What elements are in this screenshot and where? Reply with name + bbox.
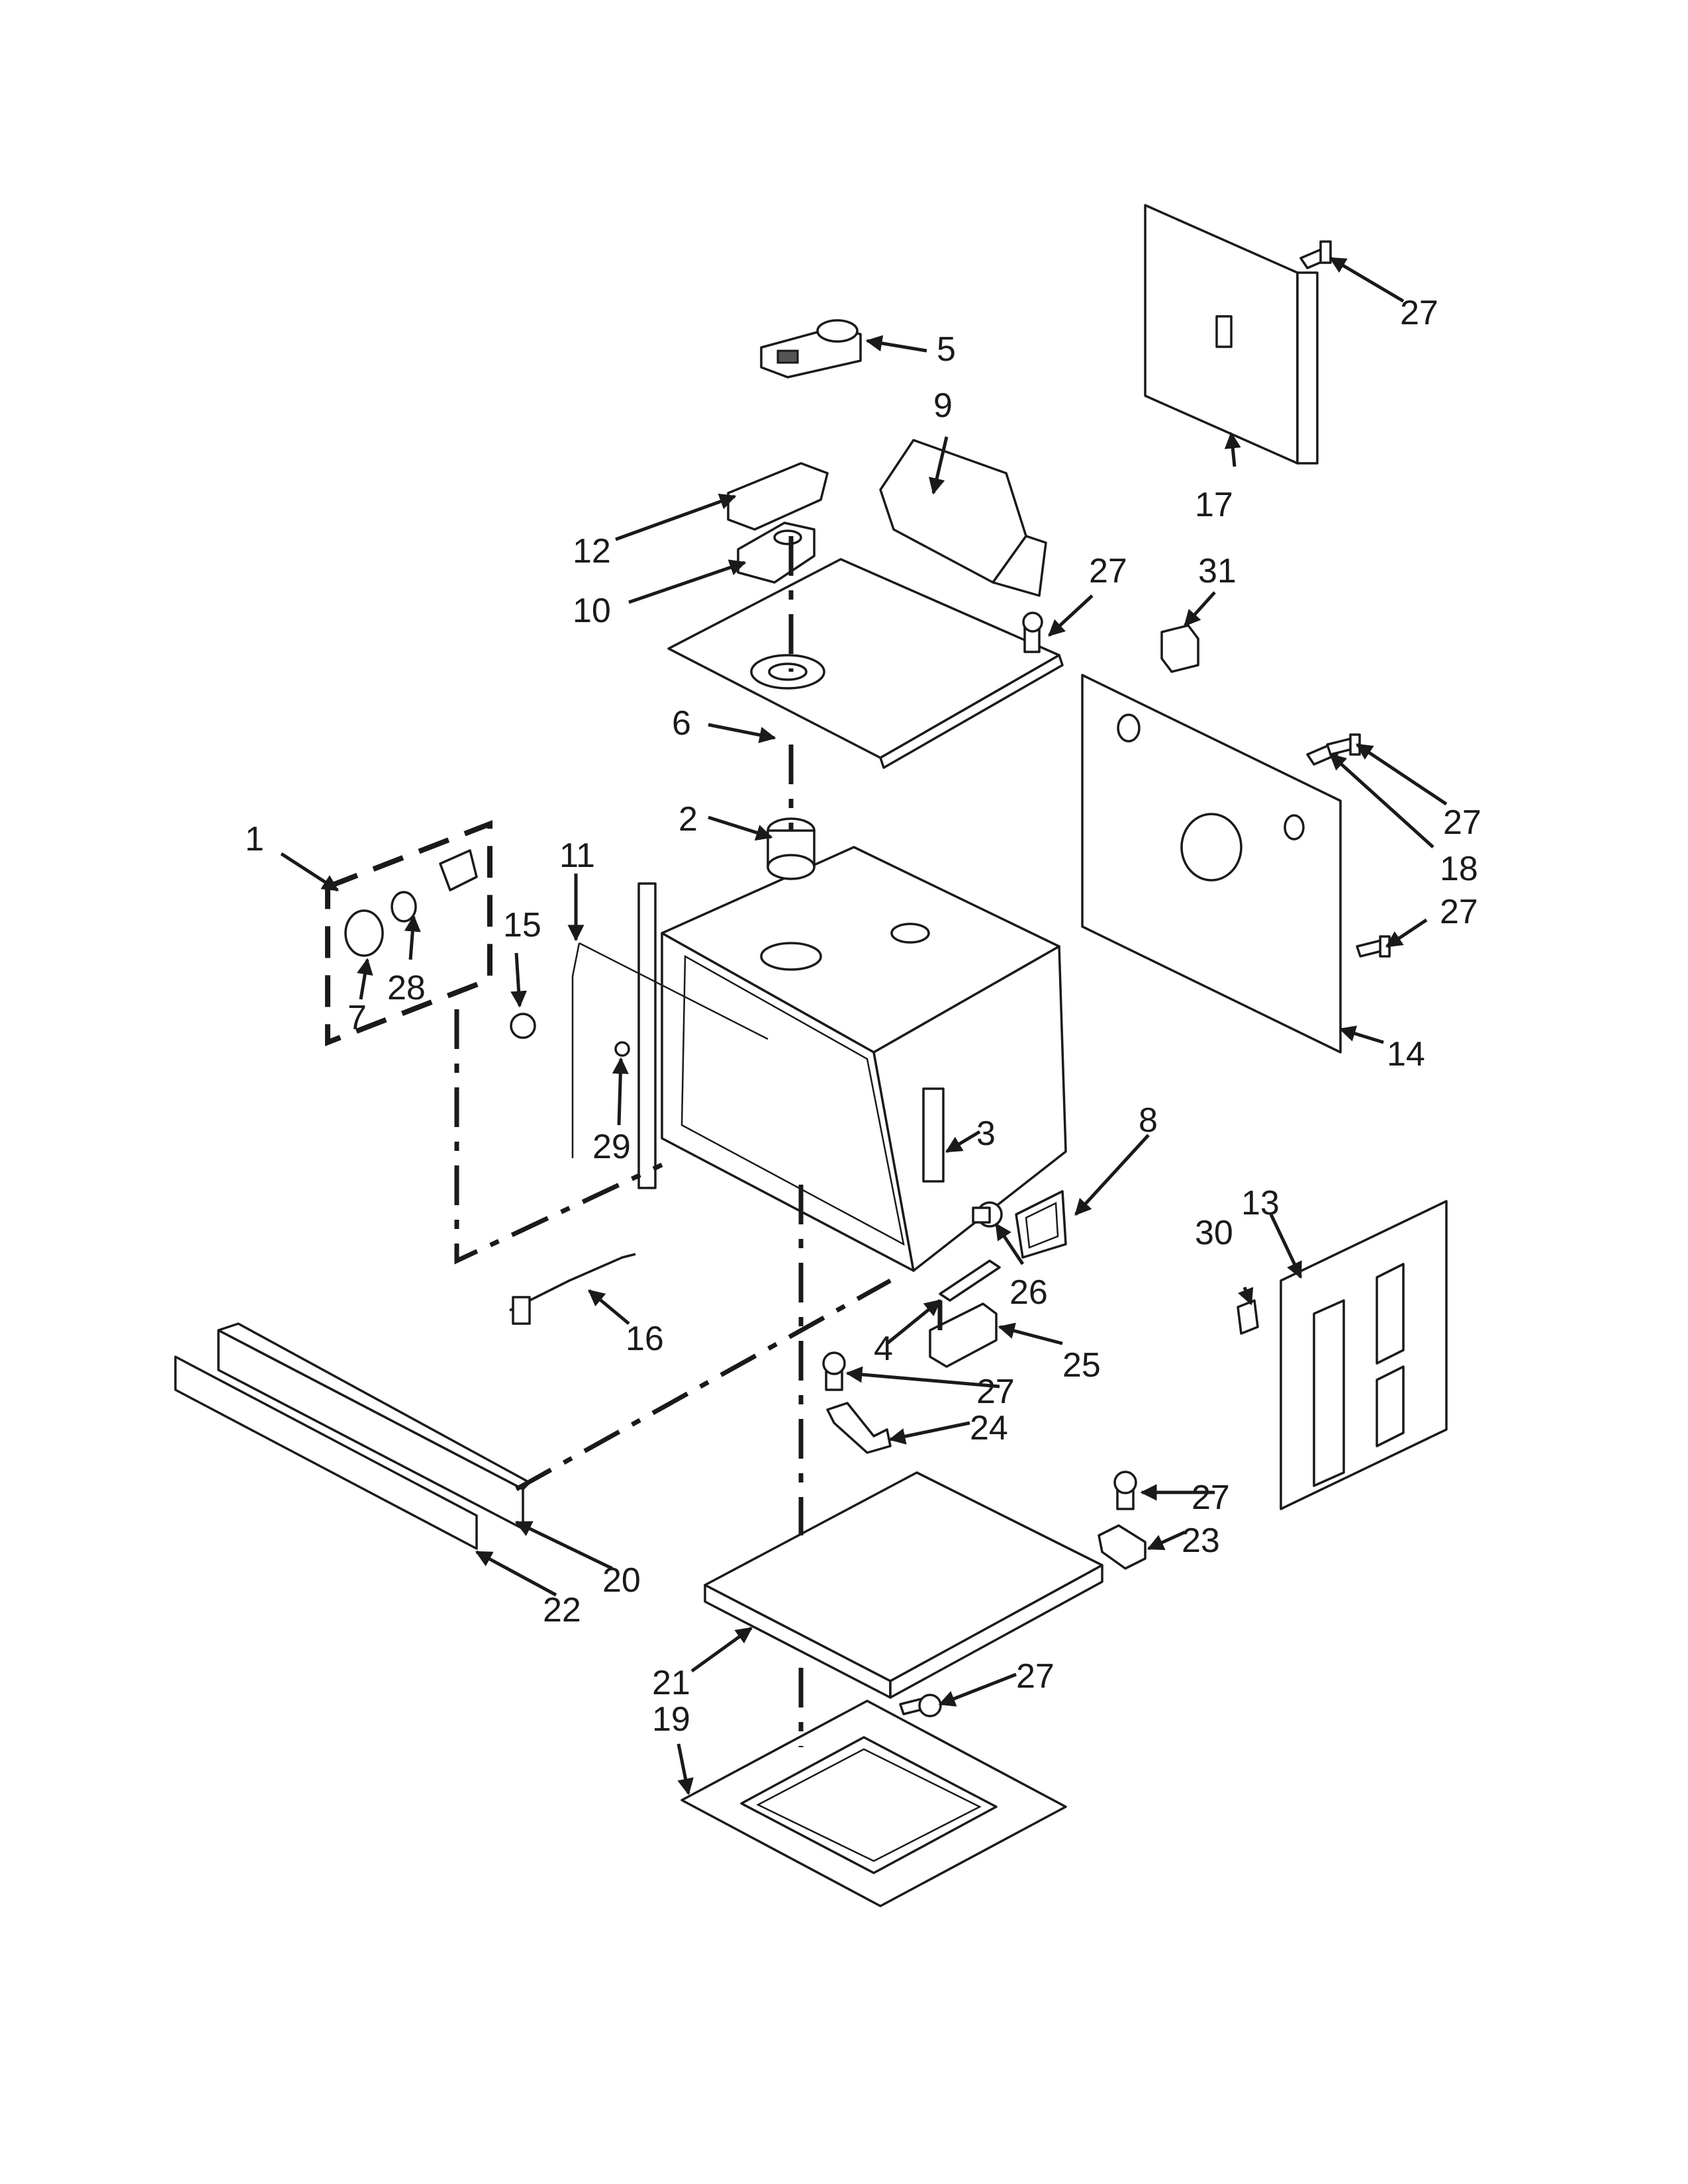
part-9-vent-duct	[879, 439, 1047, 597]
part-23-bracket	[1098, 1524, 1147, 1570]
callout-25: 25	[1062, 1346, 1101, 1385]
callout-26: 26	[1009, 1273, 1048, 1312]
screw-27-e	[822, 1351, 846, 1391]
part-11-gasket	[571, 942, 769, 1158]
callout-16: 16	[626, 1320, 664, 1358]
part-8-grille	[1015, 1190, 1067, 1259]
callout-4: 4	[874, 1330, 893, 1368]
part-22-trim	[174, 1355, 478, 1550]
callout-5: 5	[937, 330, 956, 369]
callout-9: 9	[933, 387, 953, 425]
part-21-bottom-panel	[704, 1471, 1103, 1699]
oven-cavity	[637, 846, 1067, 1272]
callout-7: 7	[348, 999, 367, 1037]
callout-27-a: 27	[1400, 294, 1438, 332]
part-17-rear-panel	[1144, 204, 1319, 465]
callout-2: 2	[679, 800, 698, 839]
callout-27-d: 27	[1440, 893, 1478, 931]
callout-3: 3	[976, 1115, 996, 1153]
callout-27-b: 27	[1089, 552, 1127, 590]
callout-21: 21	[652, 1664, 690, 1702]
callout-13: 13	[1241, 1184, 1280, 1222]
callout-12: 12	[573, 532, 611, 570]
part-14-rear-inner-panel	[1081, 674, 1342, 1054]
part-7-lens-ring	[344, 909, 384, 957]
part-1-lamp-assembly	[325, 820, 492, 1046]
callout-1: 1	[245, 820, 264, 858]
callout-labels: 1 2 3 4 5 6 7 8 9 10 11 12 13 14 15 16 1…	[245, 294, 1481, 1739]
callout-18: 18	[1440, 850, 1478, 888]
part-28-bulb	[391, 891, 417, 923]
part-20-trim	[217, 1322, 531, 1530]
part-5-control-module	[760, 319, 862, 379]
screw-27-a	[1299, 240, 1332, 269]
callout-24: 24	[970, 1409, 1008, 1447]
screw-27-c	[1326, 733, 1361, 756]
screw-27-d	[1356, 935, 1391, 958]
callout-14: 14	[1387, 1035, 1425, 1073]
part-27-screw-group	[822, 240, 1391, 1717]
screw-27-b	[1022, 612, 1043, 653]
part-24-bracket	[826, 1402, 892, 1454]
leader-arrows	[280, 256, 1448, 1796]
part-15-plug	[510, 1013, 536, 1039]
screw-27-f	[1113, 1471, 1137, 1510]
callout-27-g: 27	[1016, 1657, 1055, 1696]
callout-8: 8	[1139, 1101, 1158, 1140]
callout-11: 11	[559, 837, 595, 875]
part-30-clip	[1237, 1299, 1259, 1335]
part-13-side-panel	[1280, 1200, 1448, 1510]
callout-20: 20	[602, 1561, 641, 1600]
callout-10: 10	[573, 592, 611, 630]
callout-27-e: 27	[976, 1373, 1015, 1411]
callout-31: 31	[1198, 552, 1237, 590]
part-26-plug	[972, 1201, 1003, 1228]
part-31-clip	[1160, 624, 1199, 673]
callout-19: 19	[652, 1700, 690, 1739]
callout-28: 28	[387, 969, 426, 1007]
callout-15: 15	[503, 906, 541, 944]
callout-27-c: 27	[1443, 803, 1481, 842]
part-16-probe	[509, 1253, 636, 1325]
callout-27-f: 27	[1192, 1479, 1230, 1517]
part-4-hinge-bracket	[939, 1259, 1001, 1302]
callout-17: 17	[1195, 486, 1233, 524]
callout-22: 22	[543, 1591, 581, 1629]
part-29-screw	[614, 1041, 630, 1057]
screw-27-g	[899, 1694, 942, 1717]
part-12-cover-plate	[727, 462, 829, 531]
callout-6: 6	[672, 704, 691, 743]
part-6-top-panel	[667, 558, 1064, 769]
part-25-latch	[929, 1302, 998, 1368]
part-10-mount-bracket	[737, 522, 816, 584]
lamp-socket	[439, 849, 478, 891]
callout-29: 29	[592, 1128, 631, 1166]
callout-30: 30	[1195, 1214, 1233, 1252]
callout-23: 23	[1182, 1522, 1220, 1560]
part-3-bracket	[922, 1087, 945, 1183]
assembly-lines	[454, 536, 943, 1747]
part-19-floor-panel	[680, 1700, 1067, 1907]
